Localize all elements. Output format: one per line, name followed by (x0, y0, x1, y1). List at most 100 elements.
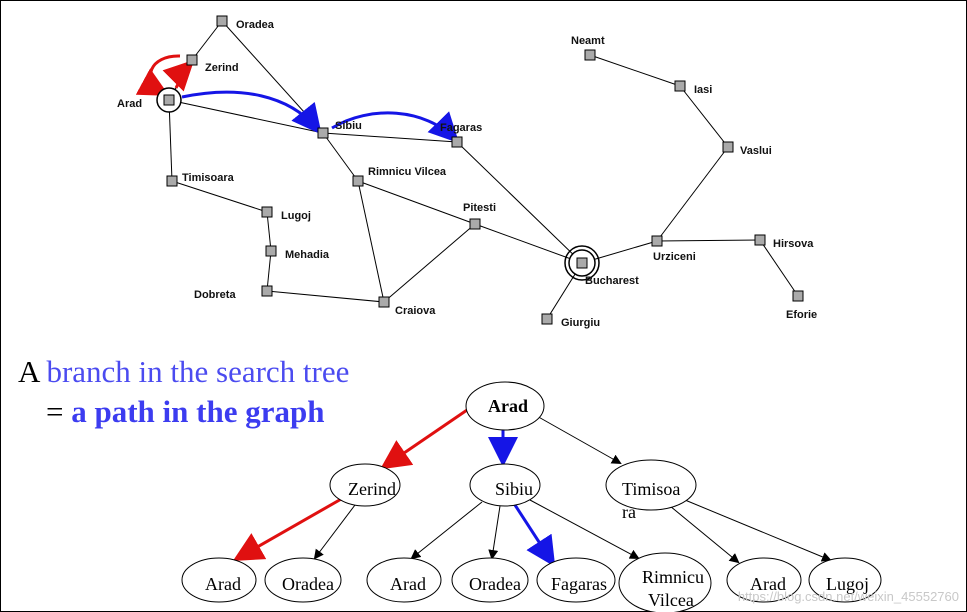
tree-node-arad-2 (366, 557, 442, 603)
tree-label-oradea-1: Oradea (282, 574, 334, 594)
city-label-pitesti: Pitesti (463, 202, 496, 214)
tree-node-timisoara (605, 459, 697, 511)
caption-a: A (18, 354, 39, 389)
tree-edge-arad-timisoara (534, 414, 622, 464)
tree-node-oradea-1 (264, 557, 342, 603)
city-label-rimnicu: Rimnicu Vilcea (368, 166, 447, 178)
tree-edge-zerind-arad (232, 496, 344, 561)
city-label-eforie: Eforie (786, 309, 817, 321)
caption-equals: = (46, 394, 64, 429)
tree-edge-timisoara-lugoj (684, 499, 832, 562)
tree-edge-arad-zerind (380, 406, 471, 470)
city-label-mehadia: Mehadia (285, 249, 330, 261)
tree-node-root (465, 381, 545, 431)
city-node-urziceni (651, 235, 663, 247)
road-dobreta-craiova (266, 290, 385, 303)
tree-node-sibiu (469, 463, 541, 507)
city-node-bucharest (576, 257, 588, 269)
city-label-dobreta: Dobreta (194, 289, 236, 301)
blue-arrow-arad-to-sibiu (181, 90, 322, 135)
road-arad-timisoara (168, 99, 173, 182)
road-urziceni-vaslui (656, 146, 729, 242)
city-label-sibiu: Sibiu (335, 120, 362, 132)
highlighted-paths (135, 54, 460, 144)
red-arrow-zerind-to-arad (135, 54, 181, 96)
blue-arrow-sibiu-to-fagaras (331, 111, 460, 144)
road-network (168, 20, 799, 320)
city-label-lugoj: Lugoj (281, 210, 311, 222)
city-node-timisoara (166, 175, 178, 187)
tree-node-arad-1 (181, 557, 257, 603)
caption: A branch in the search tree = a path in … (18, 352, 349, 432)
caption-path-text: a path in the graph (71, 394, 325, 429)
road-iasi-neamt (589, 54, 681, 87)
tree-label-arad-3: Arad (750, 574, 786, 594)
city-node-hirsova (754, 234, 766, 246)
tree-node-arad-3 (726, 557, 802, 603)
city-label-arad: Arad (117, 98, 142, 110)
red-arrow-arad-to-zerind (162, 59, 195, 92)
city-node-eforie (792, 290, 804, 302)
tree-node-zerind (329, 463, 401, 507)
road-oradea-sibiu (221, 20, 324, 134)
tree-edge-sibiu-oradea (488, 505, 501, 560)
road-urziceni-hirsova (656, 239, 761, 242)
tree-label-arad-2: Arad (390, 574, 426, 594)
tree-label-arad-1: Arad (205, 574, 241, 594)
road-rimnicu-pitesti (357, 180, 476, 225)
road-craiova-pitesti (383, 223, 476, 303)
city-node-oradea (216, 15, 228, 27)
caption-branch-text: branch in the search tree (46, 354, 350, 389)
road-timisoara-lugoj (171, 180, 268, 213)
city-node-sibiu (317, 127, 329, 139)
tree-edge-sibiu-rimnicu (529, 499, 640, 559)
city-label-iasi: Iasi (694, 84, 712, 96)
road-arad-sibiu (168, 99, 324, 134)
road-pitesti-bucharest (474, 223, 583, 264)
tree-label-lugoj: Lugoj (826, 574, 869, 594)
tree-label-oradea-2: Oradea (469, 574, 521, 594)
road-lugoj-mehadia (266, 211, 272, 252)
watermark: https://blog.csdn.net/weixin_45552760 (737, 589, 959, 604)
road-sibiu-rimnicu (322, 132, 359, 182)
city-label-vaslui: Vaslui (740, 145, 772, 157)
city-label-fagaras: Fagaras (440, 122, 482, 134)
city-label-craiova: Craiova (395, 305, 436, 317)
city-node-zerind (186, 54, 198, 66)
city-label-neamt: Neamt (571, 35, 605, 47)
road-rimnicu-craiova (357, 180, 385, 303)
tree-edge-zerind-oradea (313, 504, 356, 560)
city-node-pitesti (469, 218, 481, 230)
goal-ring-bucharest (564, 245, 600, 281)
city-node-neamt (584, 49, 596, 61)
caption-line-2: = a path in the graph (18, 392, 349, 432)
tree-label-fagaras: Fagaras (551, 574, 607, 594)
city-node-dobreta (261, 285, 273, 297)
city-node-vaslui (722, 141, 734, 153)
city-node-lugoj (261, 206, 273, 218)
city-label-giurgiu: Giurgiu (561, 317, 600, 329)
tree-label-zerind: Zerind (348, 479, 396, 499)
city-node-rimnicu (352, 175, 364, 187)
road-sibiu-fagaras (322, 132, 458, 143)
city-label-urziceni: Urziceni (653, 251, 696, 263)
city-label-zerind: Zerind (205, 62, 239, 74)
city-label-bucharest: Bucharest (585, 275, 639, 287)
road-fagaras-bucharest (456, 141, 583, 264)
tree-node-oradea-2 (451, 557, 529, 603)
caption-line-1: A branch in the search tree (18, 352, 349, 392)
tree-edge-timisoara-arad (669, 505, 740, 564)
city-node-arad (163, 94, 175, 106)
tree-node-lugoj (808, 557, 882, 603)
city-node-mehadia (265, 245, 277, 257)
city-label-hirsova: Hirsova (773, 238, 814, 250)
road-mehadia-dobreta (266, 250, 272, 292)
road-hirsova-eforie (759, 239, 799, 297)
tree-label-root: Arad (488, 396, 528, 416)
city-node-iasi (674, 80, 686, 92)
